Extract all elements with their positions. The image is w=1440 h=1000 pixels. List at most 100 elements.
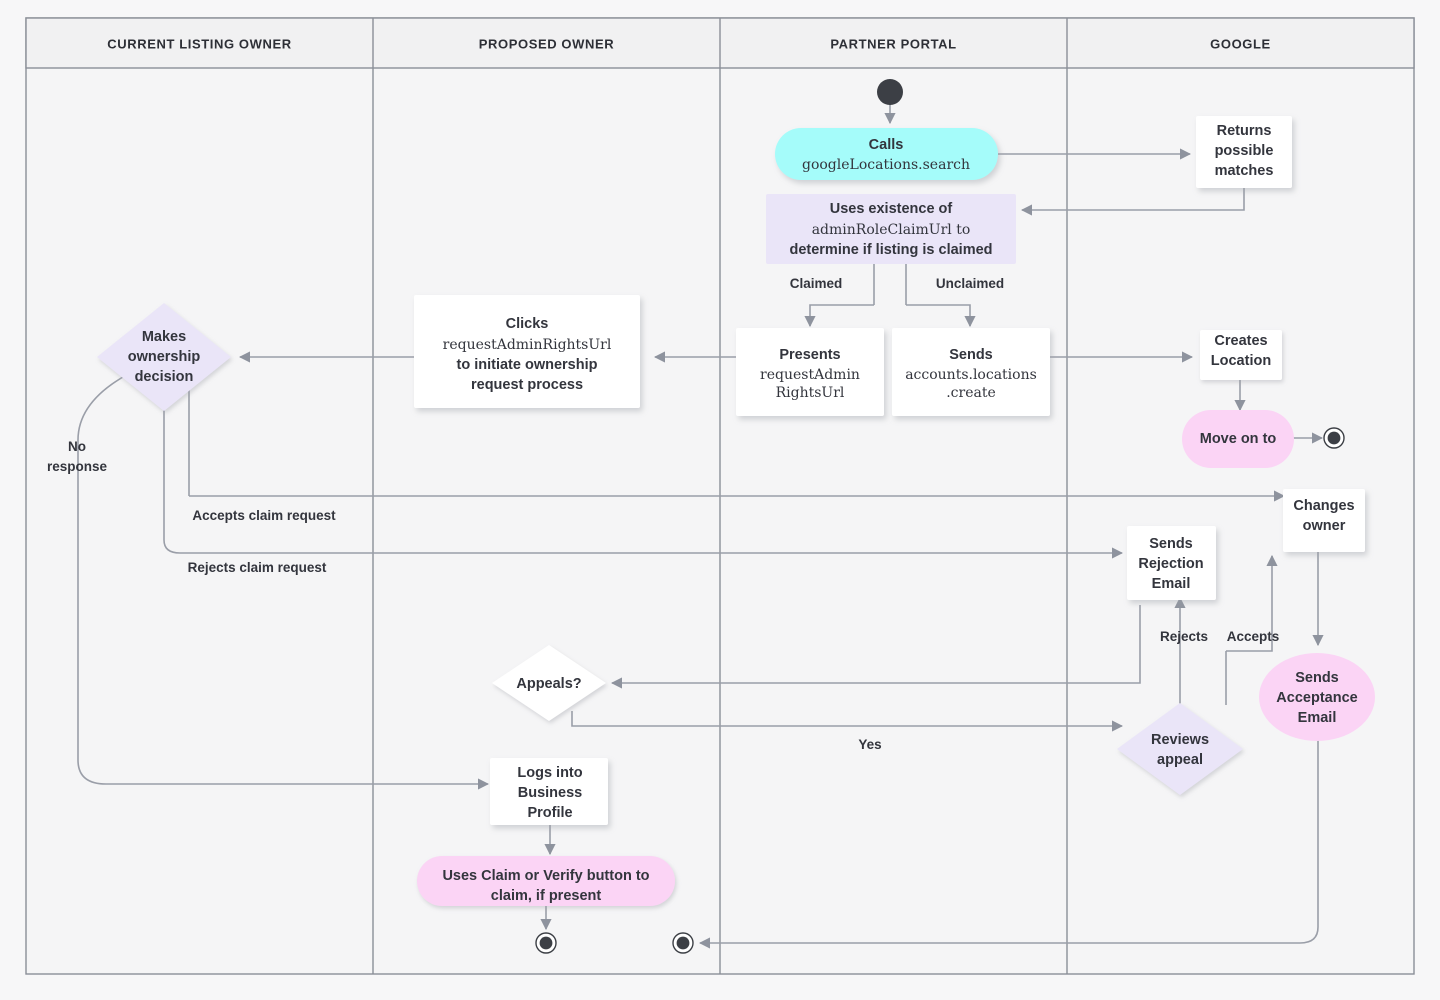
svg-text:googleLocations.search: googleLocations.search: [802, 157, 970, 173]
edge-appeals-yes-to-reviews: [571, 711, 1124, 732]
lane-header-current-listing-owner: CURRENT LISTING OWNER: [107, 36, 291, 51]
node-returns-possible-matches-label: Returns possible matches: [1215, 123, 1274, 179]
lane-header-google: GOOGLE: [1210, 36, 1271, 51]
end-node-proposed-owner: [535, 932, 557, 954]
svg-text:Sends: Sends: [949, 347, 993, 363]
edge-reviews-accepts-to-changes-owner: [1226, 554, 1278, 652]
node-move-on-to[interactable]: [1182, 410, 1294, 468]
svg-text:decision: decision: [135, 369, 194, 385]
svg-text:matches: matches: [1215, 163, 1274, 179]
node-calls-googlelocations-search-label: Calls googleLocations.search: [802, 137, 970, 173]
node-sends-rejection-email[interactable]: [1127, 526, 1216, 600]
end-node-google: [1323, 427, 1345, 449]
svg-text:Makes: Makes: [142, 329, 186, 345]
node-logs-into-business-profile-label: Logs into Business Profile: [517, 765, 582, 821]
edge-label-unclaimed: Unclaimed: [936, 276, 1004, 291]
edge-labels: Claimed Unclaimed No response Accepts cl…: [47, 276, 1279, 752]
svg-text:Uses existence of: Uses existence of: [830, 201, 953, 217]
svg-text:adminRoleClaimUrl to: adminRoleClaimUrl to: [812, 222, 971, 238]
svg-text:Email: Email: [1152, 576, 1191, 592]
node-changes-owner-label: Changes owner: [1293, 498, 1354, 534]
svg-text:determine if listing is claime: determine if listing is claimed: [789, 242, 992, 258]
node-sends-accounts-locations-create-label: Sends accounts.locations .create: [905, 347, 1037, 401]
svg-text:request process: request process: [471, 377, 583, 393]
svg-text:Move on to: Move on to: [1200, 431, 1277, 447]
node-sends-accounts-locations-create[interactable]: [892, 328, 1050, 416]
node-move-on-to-label: Move on to: [1200, 431, 1277, 447]
node-returns-possible-matches[interactable]: [1196, 116, 1292, 188]
node-reviews-appeal-label: Reviews appeal: [1151, 732, 1209, 768]
svg-text:possible: possible: [1215, 143, 1274, 159]
node-uses-existence-adminroleclaimurl[interactable]: [766, 194, 1016, 264]
svg-text:Appeals?: Appeals?: [516, 676, 581, 692]
svg-text:Acceptance: Acceptance: [1276, 690, 1357, 706]
node-changes-owner[interactable]: [1283, 489, 1365, 552]
svg-text:Uses Claim or Verify button to: Uses Claim or Verify button to: [442, 868, 649, 884]
node-presents-requestadminrightsurl-label: Presents requestAdmin RightsUrl: [760, 347, 860, 401]
svg-text:to initiate ownership: to initiate ownership: [457, 357, 598, 373]
svg-text:Clicks: Clicks: [506, 316, 549, 332]
svg-text:Returns: Returns: [1217, 123, 1272, 139]
node-creates-location-label: Creates Location: [1211, 333, 1271, 369]
node-clicks-requestadminrightsurl[interactable]: [414, 295, 640, 408]
svg-text:Email: Email: [1298, 710, 1337, 726]
edge-label-rejects-claim-request: Rejects claim request: [188, 560, 327, 575]
node-makes-ownership-decision[interactable]: [97, 303, 231, 411]
node-uses-claim-or-verify-label: Uses Claim or Verify button to claim, if…: [442, 868, 649, 904]
node-appeals[interactable]: [492, 645, 606, 721]
edge-label-claimed: Claimed: [790, 276, 843, 291]
edge-rejects-stub: [163, 382, 181, 554]
start-node-partner-portal: [877, 79, 903, 105]
node-sends-rejection-email-label: Sends Rejection Email: [1138, 536, 1203, 592]
svg-text:RightsUrl: RightsUrl: [776, 385, 845, 401]
edge-uses-to-presents: [804, 304, 874, 328]
svg-text:Sends: Sends: [1149, 536, 1193, 552]
node-calls-googlelocations-search[interactable]: [775, 128, 998, 180]
edge-label-yes: Yes: [858, 737, 881, 752]
svg-text:Calls: Calls: [869, 137, 904, 153]
edge-decision-no-response: [77, 371, 133, 785]
svg-text:ownership: ownership: [128, 349, 201, 365]
node-sends-acceptance-email-label: Sends Acceptance Email: [1276, 670, 1357, 726]
svg-text:Rejection: Rejection: [1138, 556, 1203, 572]
svg-text:Reviews: Reviews: [1151, 732, 1209, 748]
node-uses-claim-or-verify[interactable]: [417, 856, 675, 906]
svg-text:Location: Location: [1211, 353, 1271, 369]
node-clicks-requestadminrightsurl-label: Clicks requestAdminRightsUrl to initiate…: [443, 316, 612, 393]
svg-text:Changes: Changes: [1293, 498, 1354, 514]
svg-text:appeal: appeal: [1157, 752, 1203, 768]
node-sends-acceptance-email[interactable]: [1259, 653, 1375, 741]
svg-text:owner: owner: [1303, 518, 1346, 534]
lane-header-partner-portal: PARTNER PORTAL: [830, 36, 956, 51]
node-appeals-label: Appeals?: [516, 676, 581, 692]
edge-label-rejects: Rejects: [1160, 629, 1208, 644]
edge-label-accepts: Accepts: [1227, 629, 1280, 644]
svg-text:Logs into: Logs into: [517, 765, 582, 781]
edge-rejection-to-appeals: [610, 605, 1141, 689]
svg-text:claim, if present: claim, if present: [491, 888, 602, 904]
edge-uses-to-sends-create: [906, 304, 976, 328]
node-presents-requestadminrightsurl[interactable]: [736, 328, 884, 416]
edge-acceptance-stub: [1299, 732, 1319, 944]
node-makes-ownership-decision-label: Makes ownership decision: [128, 329, 201, 385]
edges: [77, 104, 1324, 949]
edge-label-accepts-claim-request: Accepts claim request: [192, 508, 336, 523]
svg-text:accounts.locations: accounts.locations: [905, 367, 1037, 383]
node-logs-into-business-profile[interactable]: [490, 758, 608, 825]
svg-text:requestAdminRightsUrl: requestAdminRightsUrl: [443, 337, 612, 353]
edge-label-no-response-line2: response: [47, 459, 108, 474]
svg-text:Business: Business: [518, 785, 582, 801]
node-reviews-appeal[interactable]: [1117, 703, 1243, 795]
node-uses-existence-adminroleclaimurl-label: Uses existence of adminRoleClaimUrl to d…: [789, 201, 992, 258]
node-creates-location[interactable]: [1200, 330, 1282, 380]
svg-text:requestAdmin: requestAdmin: [760, 367, 860, 383]
svg-text:Profile: Profile: [527, 805, 572, 821]
svg-text:Presents: Presents: [779, 347, 840, 363]
svg-text:.create: .create: [946, 385, 996, 401]
lane-header-proposed-owner: PROPOSED OWNER: [479, 36, 615, 51]
svg-text:Creates: Creates: [1214, 333, 1267, 349]
edge-label-no-response-line1: No: [68, 439, 86, 454]
end-node-partner-portal: [672, 932, 694, 954]
